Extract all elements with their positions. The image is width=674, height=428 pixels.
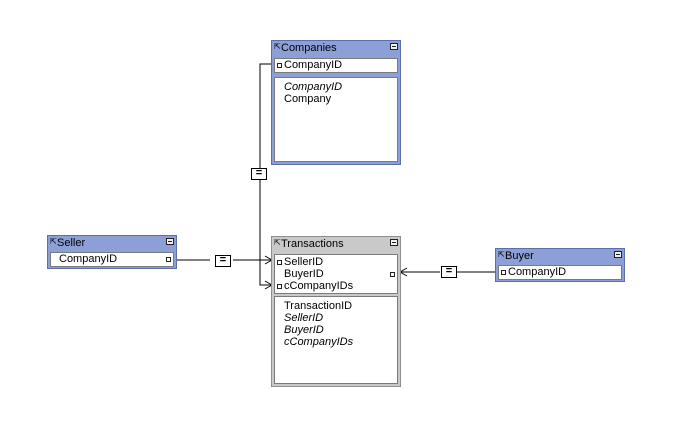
collapse-toggle-icon[interactable] bbox=[390, 239, 398, 246]
fields-pane: TransactionID SellerID BuyerID cCompanyI… bbox=[274, 296, 398, 384]
field-row[interactable]: CompanyID bbox=[499, 266, 621, 278]
field-row[interactable]: CompanyID bbox=[284, 81, 343, 93]
table-transactions[interactable]: ⇱ Transactions SellerID BuyerID cCompany… bbox=[271, 236, 401, 387]
field-row[interactable]: cCompanyIDs bbox=[284, 336, 354, 348]
field-row[interactable]: CompanyID bbox=[275, 59, 397, 71]
match-fields-pane: SellerID BuyerID cCompanyIDs bbox=[274, 254, 398, 294]
field-row[interactable]: TransactionID bbox=[284, 300, 353, 312]
field-row[interactable]: BuyerID bbox=[275, 268, 397, 280]
match-fields-pane: CompanyID bbox=[498, 265, 622, 280]
match-key-icon bbox=[501, 270, 506, 275]
field-name: BuyerID bbox=[284, 268, 324, 280]
equals-operator-box[interactable]: = bbox=[215, 255, 231, 267]
field-row[interactable]: BuyerID bbox=[284, 324, 324, 336]
relationship-seller-transactions[interactable] bbox=[176, 255, 273, 265]
table-seller[interactable]: ⇱ Seller CompanyID bbox=[47, 235, 177, 269]
equals-operator-box[interactable]: = bbox=[441, 266, 457, 278]
table-title: Transactions bbox=[281, 238, 344, 250]
field-row[interactable]: SellerID bbox=[275, 256, 397, 268]
field-name: CompanyID bbox=[284, 59, 343, 71]
field-name: CompanyID bbox=[508, 266, 567, 278]
relationship-transactions-buyer[interactable] bbox=[399, 267, 496, 277]
collapse-toggle-icon[interactable] bbox=[390, 43, 398, 50]
resize-arrow-icon[interactable]: ⇱ bbox=[50, 237, 57, 246]
field-row[interactable]: SellerID bbox=[284, 312, 324, 324]
collapse-toggle-icon[interactable] bbox=[166, 238, 174, 245]
table-header[interactable]: ⇱ Companies bbox=[272, 41, 400, 55]
table-title: Companies bbox=[281, 42, 337, 54]
field-name: CompanyID bbox=[59, 253, 118, 265]
match-key-icon bbox=[277, 63, 282, 68]
table-title: Seller bbox=[57, 237, 86, 249]
field-row[interactable]: cCompanyIDs bbox=[275, 280, 397, 292]
match-key-icon bbox=[166, 257, 171, 262]
resize-arrow-icon[interactable]: ⇱ bbox=[274, 238, 281, 247]
table-header[interactable]: ⇱ Buyer bbox=[496, 249, 624, 263]
field-name: SellerID bbox=[284, 256, 324, 268]
table-companies[interactable]: ⇱ Companies CompanyID CompanyID Company bbox=[271, 40, 401, 165]
match-fields-pane: CompanyID bbox=[50, 252, 174, 267]
table-buyer[interactable]: ⇱ Buyer CompanyID bbox=[495, 248, 625, 282]
equals-operator-box[interactable]: = bbox=[251, 168, 267, 180]
collapse-toggle-icon[interactable] bbox=[614, 251, 622, 258]
field-name: cCompanyIDs bbox=[284, 280, 354, 292]
table-header[interactable]: ⇱ Transactions bbox=[272, 237, 400, 251]
table-title: Buyer bbox=[505, 250, 534, 262]
fields-pane: CompanyID Company bbox=[274, 77, 398, 162]
match-key-icon bbox=[277, 260, 282, 265]
resize-arrow-icon[interactable]: ⇱ bbox=[274, 42, 281, 51]
table-header[interactable]: ⇱ Seller bbox=[48, 236, 176, 250]
field-row[interactable]: CompanyID bbox=[51, 253, 173, 265]
resize-arrow-icon[interactable]: ⇱ bbox=[498, 250, 505, 259]
field-row[interactable]: Company bbox=[284, 93, 332, 105]
match-key-icon bbox=[277, 284, 282, 289]
match-key-icon bbox=[390, 272, 395, 277]
match-fields-pane: CompanyID bbox=[274, 58, 398, 73]
